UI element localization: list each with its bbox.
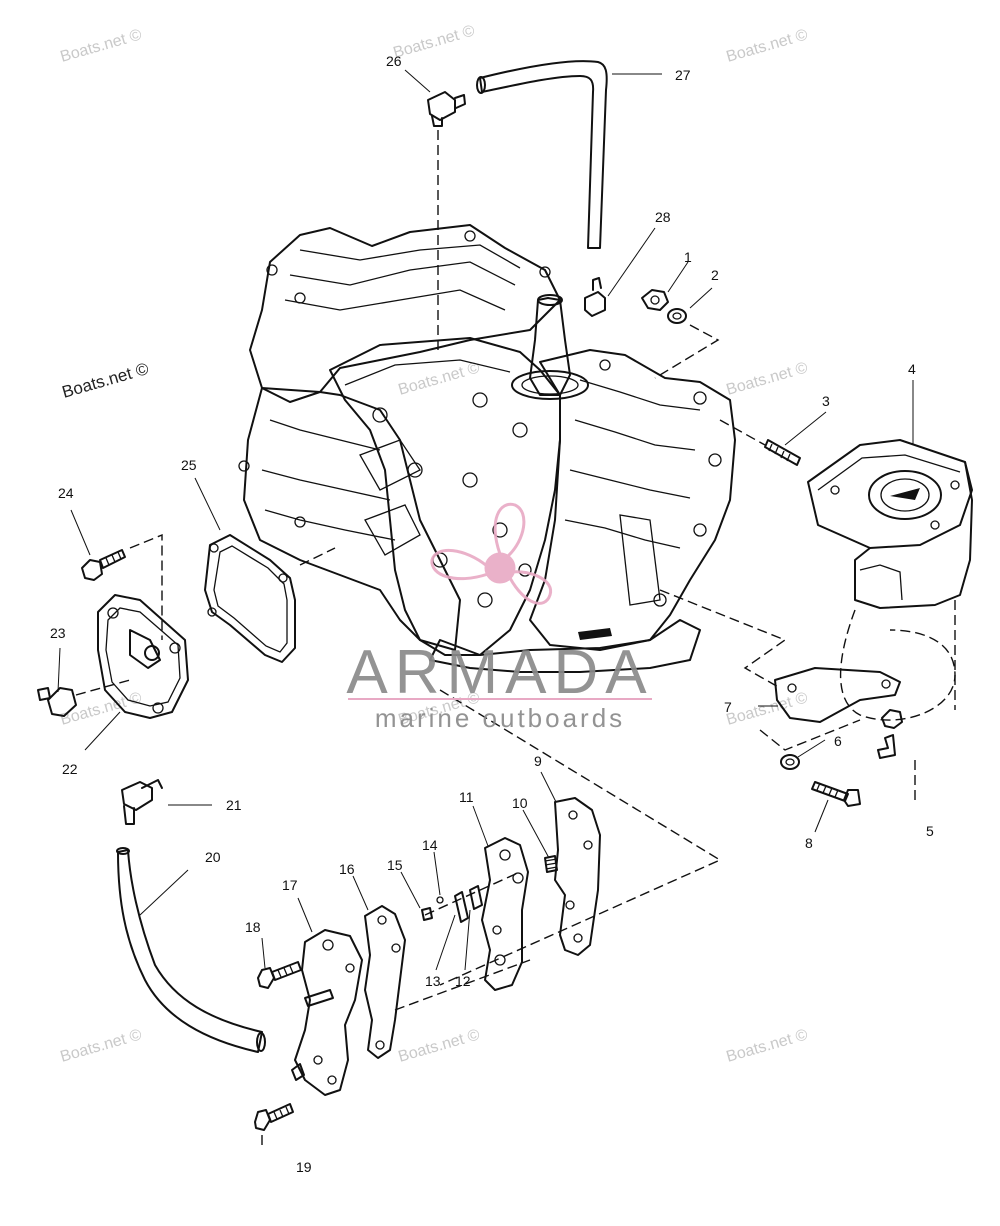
fitting-28 xyxy=(584,277,606,317)
part-label-13: 13 xyxy=(425,973,441,989)
part-label-1: 1 xyxy=(684,249,692,265)
leader-lines xyxy=(57,69,914,971)
part-label-12: 12 xyxy=(455,973,471,989)
part-label-7: 7 xyxy=(724,699,732,715)
watermark: Boats.net © xyxy=(396,359,481,399)
bolt-24 xyxy=(81,533,163,640)
part-label-16: 16 xyxy=(339,861,355,877)
part-label-14: 14 xyxy=(422,837,438,853)
part-label-8: 8 xyxy=(805,835,813,851)
part-label-22: 22 xyxy=(62,761,78,777)
propeller-icon xyxy=(430,502,553,605)
watermark: Boats.net © xyxy=(58,26,143,66)
part-label-26: 26 xyxy=(386,53,402,69)
part-label-21: 21 xyxy=(226,797,242,813)
exhaust-housing-5 xyxy=(839,600,956,800)
watermark: Boats.net © xyxy=(58,1026,143,1066)
nut-and-washer-1-2 xyxy=(641,289,720,379)
watermarks: Boats.net © Boats.net © Boats.net © Boat… xyxy=(58,22,809,1066)
watermark: Boats.net © xyxy=(724,26,809,66)
plug-23 xyxy=(37,679,131,717)
gasket-25 xyxy=(204,534,336,663)
part-label-19: 19 xyxy=(296,1159,312,1175)
hose-27 xyxy=(476,60,608,249)
part-label-2: 2 xyxy=(711,267,719,283)
elbow-fitting-26 xyxy=(427,91,466,350)
powerhead-block xyxy=(238,224,736,673)
spring-10 xyxy=(544,855,558,873)
part-label-24: 24 xyxy=(58,485,74,501)
small-hardware-12-15 xyxy=(421,871,521,923)
part-label-6: 6 xyxy=(834,733,842,749)
watermark: Boats.net © xyxy=(391,22,476,62)
armada-logo: ARMADA marine outboards xyxy=(346,502,653,733)
cover-22 xyxy=(97,594,189,719)
part-label-20: 20 xyxy=(205,849,221,865)
part-label-28: 28 xyxy=(655,209,671,225)
part-label-3: 3 xyxy=(822,393,830,409)
part-label-11: 11 xyxy=(459,789,474,805)
watermark: Boats.net © xyxy=(724,1026,809,1066)
plate-9 xyxy=(439,689,722,986)
part-labels: 1 2 3 4 5 6 7 8 9 10 11 12 13 14 15 16 1… xyxy=(50,53,934,1175)
screw-18 xyxy=(257,961,302,989)
part-label-27: 27 xyxy=(675,67,691,83)
bracket-17 xyxy=(291,929,363,1096)
hose-20 xyxy=(116,847,266,1053)
plate-16 xyxy=(364,905,531,1059)
washer-nut-bolt-6-8 xyxy=(780,709,903,807)
watermark: Boats.net © xyxy=(724,359,809,399)
watermark-dark: Boats.net © xyxy=(60,359,151,402)
bracket-7 xyxy=(659,589,901,751)
part-label-9: 9 xyxy=(534,753,542,769)
fitting-21 xyxy=(121,779,163,825)
watermark: Boats.net © xyxy=(396,1026,481,1066)
logo-tagline: marine outboards xyxy=(375,703,625,733)
part-label-25: 25 xyxy=(181,457,197,473)
part-label-23: 23 xyxy=(50,625,66,641)
part-label-18: 18 xyxy=(245,919,261,935)
part-label-4: 4 xyxy=(908,361,916,377)
logo-name: ARMADA xyxy=(346,638,653,707)
part-label-5: 5 xyxy=(926,823,934,839)
watermark: Boats.net © xyxy=(724,689,809,729)
part-label-15: 15 xyxy=(387,857,403,873)
stud-3 xyxy=(719,419,801,466)
part-label-17: 17 xyxy=(282,877,298,893)
plate-11 xyxy=(481,837,529,991)
part-label-10: 10 xyxy=(512,795,528,811)
screw-19 xyxy=(254,1103,294,1150)
adapter-plate-4 xyxy=(807,439,973,609)
